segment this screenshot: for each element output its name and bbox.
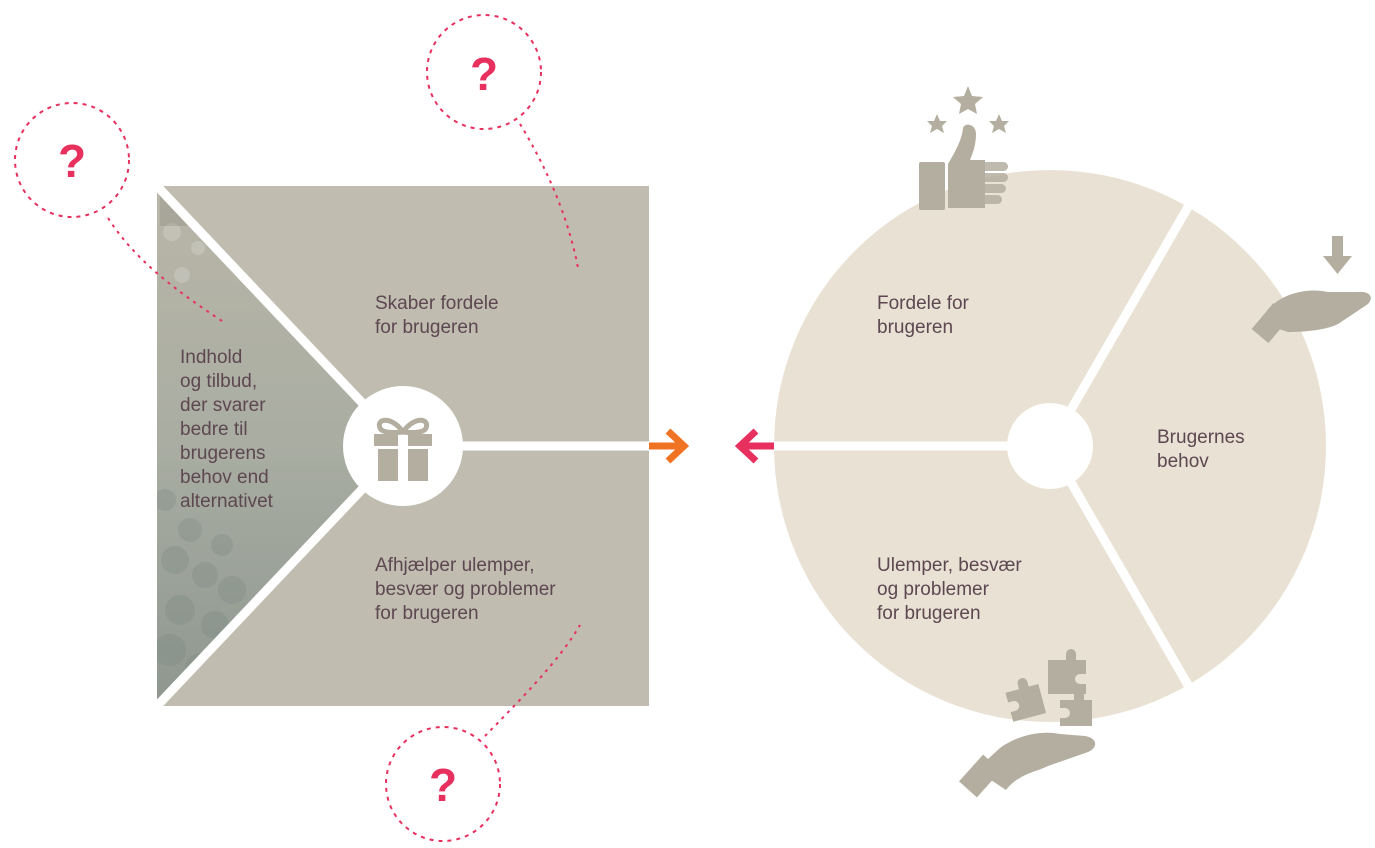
question-mark: ? <box>58 135 86 187</box>
gift-icon <box>374 417 432 481</box>
hand-receive-arrow-icon <box>1251 236 1371 344</box>
hand-puzzle-pieces-icon <box>959 649 1096 798</box>
profile-bottom-label: Ulemper, besvær og problemer for brugere… <box>877 555 1022 624</box>
value-map-top-label: Skaber fordele for brugeren <box>375 293 499 338</box>
value-map-square <box>153 182 649 710</box>
circle-center <box>1007 403 1093 489</box>
question-bubble-bottom: ? <box>385 624 581 842</box>
question-bubble-top: ? <box>426 14 579 269</box>
value-map-bottom-label: Afhjælper ulemper, besvær og problemer f… <box>375 555 556 624</box>
arrow-left-pink <box>734 428 775 464</box>
question-bubble-top-left: ? <box>14 102 223 322</box>
question-mark: ? <box>429 759 457 811</box>
question-mark: ? <box>470 48 498 100</box>
profile-right-label: Brugernes behov <box>1157 427 1245 472</box>
thumbs-up-stars-icon <box>919 86 1009 210</box>
value-map-left-label: Indhold og tilbud, der svarer bedre til … <box>180 347 273 512</box>
customer-profile-circle <box>774 170 1326 722</box>
profile-top-label: Fordele for brugeren <box>877 293 969 338</box>
arrow-right-orange <box>649 428 690 464</box>
